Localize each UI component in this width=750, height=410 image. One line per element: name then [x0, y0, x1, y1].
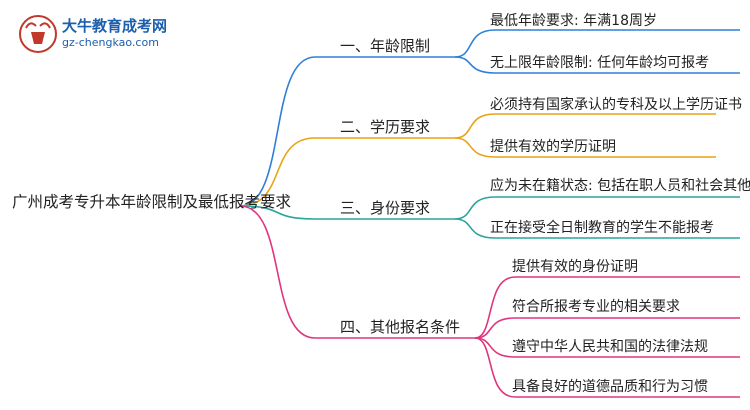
- link-root-to-branch-2: [239, 137, 455, 207]
- link-branch-1-leaf-2: [454, 56, 740, 74]
- leaf-diploma-proof: 提供有效的学历证明: [490, 139, 616, 155]
- leaf-diploma: 必须持有国家承认的专科及以上学历证书: [490, 97, 742, 113]
- link-branch-4-leaf-1: [474, 276, 740, 339]
- link-branch-3-leaf-2: [454, 218, 740, 239]
- leaf-not-enrolled: 应为未在籍状态: 包括在职人员和社会其他人员: [490, 178, 750, 194]
- link-branch-4-leaf-3: [474, 337, 740, 358]
- leaf-major-requirements: 符合所报考专业的相关要求: [512, 299, 680, 315]
- branch-education: 二、学历要求: [340, 118, 431, 136]
- logo: 大牛教育成考网 gz-chengkao.com: [18, 12, 238, 56]
- branch-identity: 三、身份要求: [340, 199, 431, 217]
- root-node: 广州成考专升本年龄限制及最低报考要求: [12, 193, 292, 211]
- leaf-good-conduct: 具备良好的道德品质和行为习惯: [512, 379, 708, 395]
- link-branch-2-leaf-1: [454, 113, 716, 139]
- logo-url: gz-chengkao.com: [62, 36, 159, 49]
- link-root-to-branch-3: [239, 205, 455, 220]
- branch-age-limit: 一、年龄限制: [340, 37, 431, 55]
- link-branch-1-leaf-1: [454, 29, 740, 58]
- link-branch-2-leaf-2: [454, 137, 716, 158]
- logo-bull-icon: [19, 15, 57, 53]
- link-root-to-branch-4: [239, 205, 475, 339]
- link-branch-4-leaf-4: [474, 337, 740, 398]
- link-branch-4-leaf-2: [474, 317, 740, 339]
- leaf-obey-law: 遵守中华人民共和国的法律法规: [512, 339, 708, 355]
- leaf-id-proof: 提供有效的身份证明: [512, 259, 638, 275]
- link-branch-3-leaf-1: [454, 196, 740, 220]
- leaf-no-max-age: 无上限年龄限制: 任何年龄均可报考: [490, 55, 710, 71]
- leaf-min-age: 最低年龄要求: 年满18周岁: [490, 13, 657, 29]
- branch-other-conditions: 四、其他报名条件: [340, 318, 461, 336]
- link-root-to-branch-1: [239, 56, 455, 207]
- leaf-fulltime-students: 正在接受全日制教育的学生不能报考: [490, 220, 714, 236]
- logo-name: 大牛教育成考网: [62, 17, 168, 35]
